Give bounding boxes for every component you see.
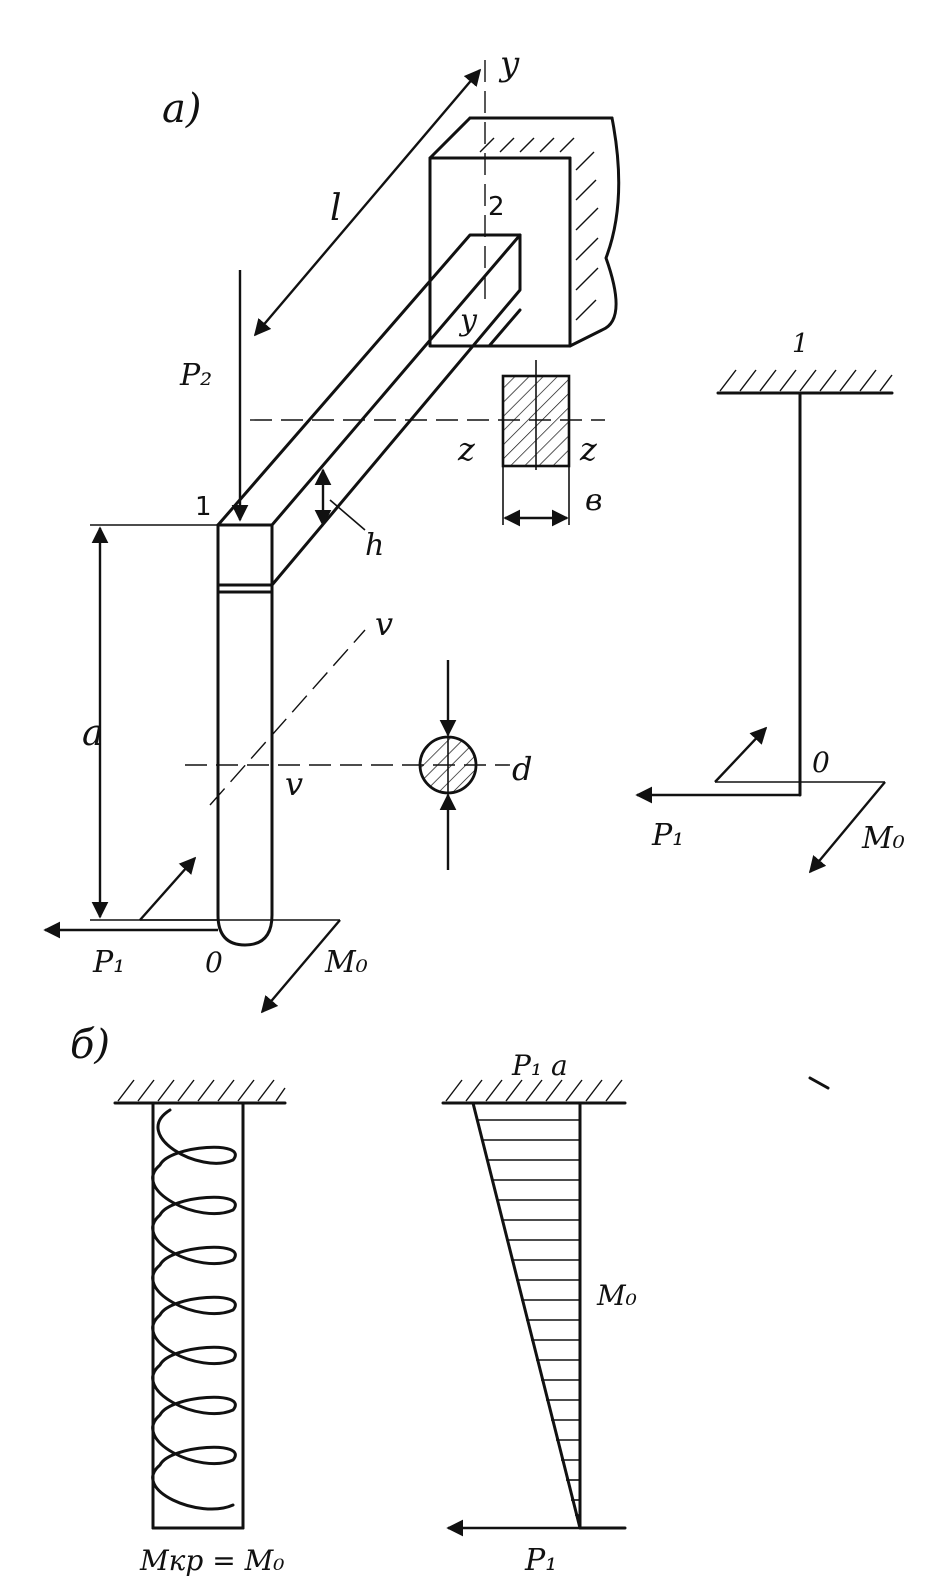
- wall-support: [428, 116, 621, 348]
- axis-v-bottom-label: v: [285, 765, 303, 803]
- origin-0-right-label: 0: [812, 746, 830, 779]
- origin-0-left-label: 0: [205, 946, 223, 979]
- width-b-label: в: [585, 483, 602, 518]
- moment-m0-left-label: M₀: [324, 945, 368, 980]
- force-p1-left-label: P₁: [92, 945, 125, 980]
- moment-m0-right-label: M₀: [861, 821, 905, 856]
- axis-v-line: [209, 629, 366, 806]
- height-h-label: h: [365, 528, 384, 563]
- rect-cross-section: [501, 360, 571, 527]
- stray-mark: [808, 1076, 830, 1090]
- circle-cross-section: [418, 660, 478, 870]
- diameter-d-label: d: [512, 750, 532, 788]
- moment-diagram: [441, 1079, 627, 1537]
- axis-y-top-label: y: [498, 44, 520, 84]
- force-p2-label: P₂: [179, 358, 212, 393]
- p1-lateral-arrow-left: [139, 856, 197, 921]
- vertical-round-bar: [216, 523, 274, 947]
- dimension-l-arrow: [253, 68, 482, 337]
- h-leader: [329, 499, 366, 531]
- point-2-label: 2: [488, 192, 505, 222]
- moment-top-value-label: P₁ a: [511, 1049, 568, 1082]
- right-scheme: [635, 369, 894, 874]
- moment-m0-left-arrow: [260, 919, 341, 1014]
- torque-diagram: [113, 1079, 287, 1530]
- axis-z-left-label: z: [457, 430, 476, 468]
- part-a-label: a): [162, 86, 201, 132]
- point-1-right-label: 1: [792, 329, 809, 359]
- axis-y-section-label: y: [458, 303, 478, 338]
- force-p1-right-label: P₁: [651, 818, 684, 853]
- length-l-label: l: [330, 188, 342, 229]
- point-1-left-label: 1: [195, 492, 212, 522]
- torque-label: Mкр = M₀: [139, 1544, 284, 1577]
- axis-v-top-label: v: [375, 605, 393, 643]
- part-b-label: б): [70, 1022, 110, 1068]
- length-a-label: a: [82, 713, 103, 754]
- axis-z-right-label: z: [579, 430, 598, 468]
- moment-diagram-label: M₀: [596, 1279, 637, 1312]
- force-p1-diagram-label: P₁: [524, 1543, 557, 1578]
